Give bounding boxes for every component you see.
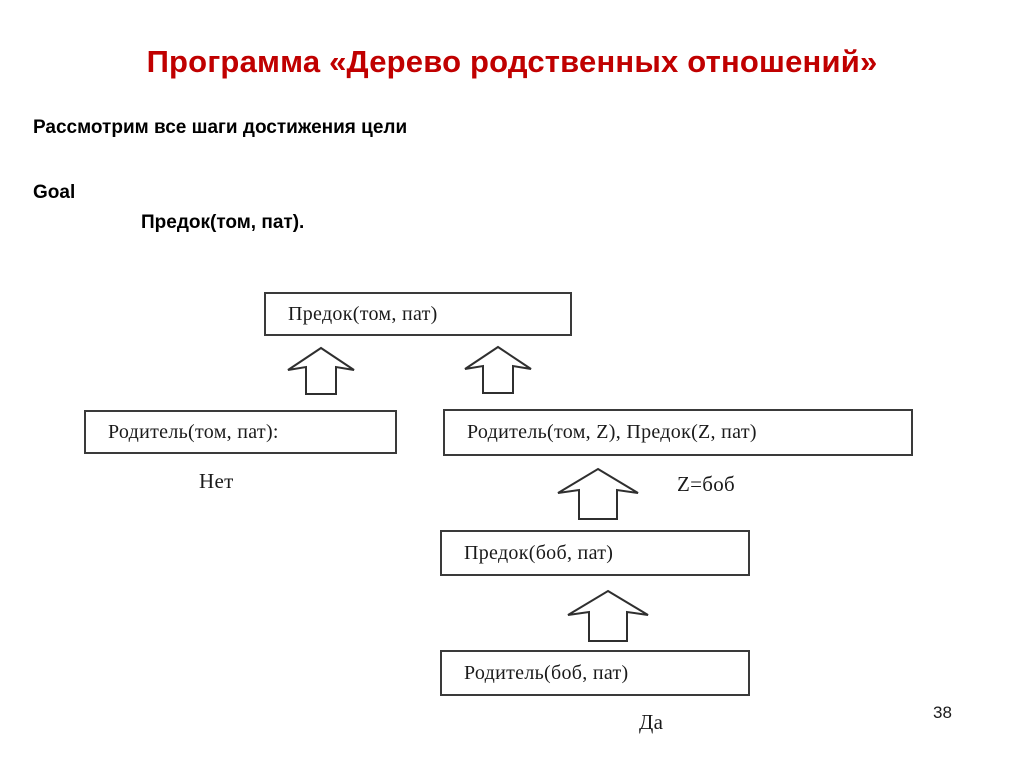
- node-roditel-tom-z-predok-z-pat: Родитель(том, Z), Предок(Z, пат): [443, 409, 913, 456]
- goal-label: Goal: [33, 182, 76, 203]
- up-arrow-icon: [565, 588, 651, 646]
- node-label: Родитель(том, Z), Предок(Z, пат): [467, 421, 757, 443]
- up-arrow-icon: [555, 466, 641, 524]
- goal-value: Предок(том, пат).: [141, 212, 305, 233]
- up-arrow-icon: [462, 344, 534, 398]
- node-roditel-bob-pat: Родитель(боб, пат): [440, 650, 750, 696]
- annotation-net: Нет: [199, 469, 234, 493]
- node-predok-tom-pat: Предок(том, пат): [264, 292, 572, 336]
- node-label: Родитель(боб, пат): [464, 661, 629, 684]
- annotation-z-equals-bob: Z=боб: [677, 472, 736, 496]
- page-number: 38: [933, 703, 952, 722]
- node-roditel-tom-pat: Родитель(том, пат):: [84, 410, 397, 454]
- up-arrow-icon: [285, 345, 357, 399]
- slide-subtitle: Рассмотрим все шаги достижения цели: [33, 117, 408, 138]
- annotation-da: Да: [639, 710, 664, 734]
- node-label: Предок(том, пат): [288, 302, 438, 325]
- node-label: Предок(боб, пат): [464, 541, 614, 564]
- node-predok-bob-pat: Предок(боб, пат): [440, 530, 750, 576]
- node-label: Родитель(том, пат):: [108, 420, 279, 443]
- page-title: Программа «Дерево родственных отношений»: [146, 44, 878, 79]
